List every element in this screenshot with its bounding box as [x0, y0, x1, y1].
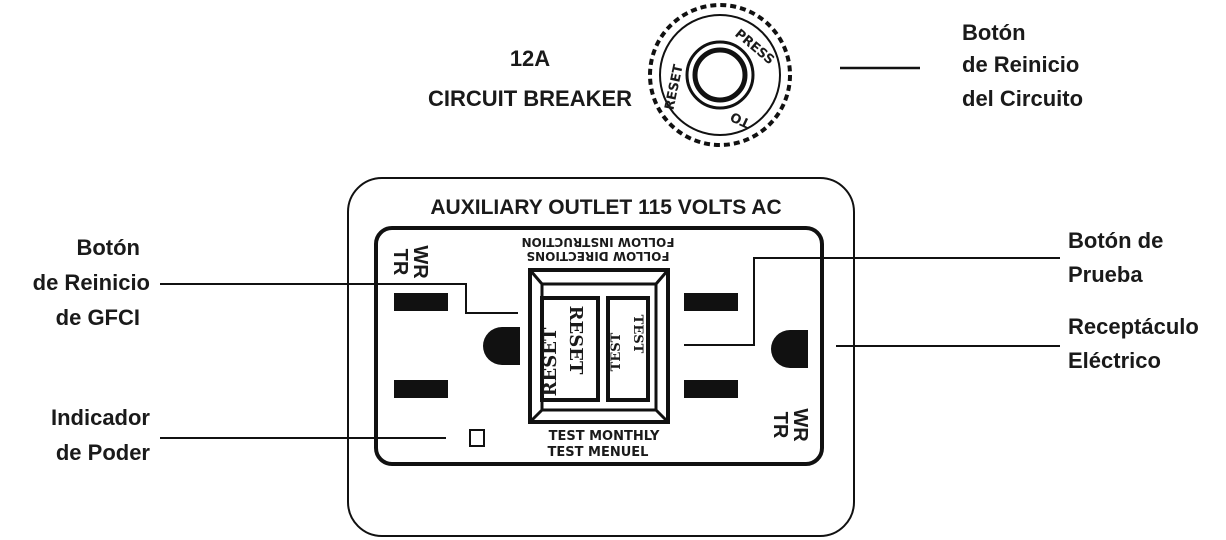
- breaker-dashed-ring: [648, 3, 792, 147]
- reset-label-fr: RESET: [565, 306, 586, 375]
- test-button-label-1: Botón de: [1068, 228, 1163, 253]
- outlet-title: AUXILIARY OUTLET 115 VOLTS AC: [430, 196, 781, 219]
- test-button-label-2: Prueba: [1068, 262, 1143, 287]
- receptacle-label-1: Receptáculo: [1068, 314, 1199, 339]
- right-ground-hole: [771, 330, 808, 368]
- test-label-fr: TEST: [630, 315, 645, 354]
- tr-bottom: TR: [769, 412, 791, 439]
- breaker-rating: 12A: [510, 46, 550, 71]
- test-button-arrow: [684, 257, 1060, 346]
- left-ground-hole: [483, 327, 520, 365]
- circuit-reset-label-3: del Circuito: [962, 86, 1083, 111]
- follow-directions-text: FOLLOW DIRECTIONS: [526, 249, 669, 263]
- reset-label-en: RESET: [540, 327, 561, 396]
- tr-top: TR: [389, 249, 411, 276]
- breaker-ring: [659, 14, 781, 136]
- test-monthly-text: TEST MONTHLY: [549, 429, 660, 444]
- gfci-reset-arrow: [160, 283, 518, 314]
- power-indicator-light: [469, 429, 485, 447]
- gfci-reset-label-2: de Reinicio: [33, 270, 150, 295]
- left-receptacle: [394, 293, 520, 398]
- power-indicator-label-1: Indicador: [51, 405, 150, 430]
- wr-top: WR: [409, 245, 431, 279]
- gfci-reset-button[interactable]: [540, 296, 600, 402]
- breaker-name: CIRCUIT BREAKER: [428, 86, 632, 111]
- wr-tr-bottom: WR TR: [769, 408, 811, 442]
- wr-bottom: WR: [789, 408, 811, 442]
- follow-directions-block: FOLLOW DIRECTIONS FOLLOW INSTRUCTION: [522, 235, 675, 263]
- right-slot-bottom: [684, 380, 738, 398]
- left-slot-bottom: [394, 380, 448, 398]
- circuit-reset-label-1: Botón: [962, 20, 1026, 45]
- receptacle-label-2: Eléctrico: [1068, 348, 1161, 373]
- test-label-en: TEST: [609, 332, 624, 371]
- right-receptacle: [684, 293, 808, 398]
- gfci-test-button[interactable]: [606, 296, 650, 402]
- wr-tr-top: WR TR: [389, 245, 431, 279]
- left-slot-top: [394, 293, 448, 311]
- breaker-button-outer: [685, 40, 755, 110]
- right-slot-top: [684, 293, 738, 311]
- gfci-reset-label-1: Botón: [76, 235, 140, 260]
- power-indicator-label-2: de Poder: [56, 440, 151, 465]
- test-menuel-text: TEST MENUEL: [548, 445, 649, 460]
- gfci-reset-label-3: de GFCI: [56, 305, 140, 330]
- circuit-reset-label-2: de Reinicio: [962, 52, 1079, 77]
- circuit-breaker: RESET PRESS TO: [648, 3, 792, 147]
- breaker-ring-reset: RESET: [662, 63, 686, 111]
- circuit-reset-button[interactable]: [692, 47, 748, 103]
- follow-instruction-text: FOLLOW INSTRUCTION: [522, 235, 675, 249]
